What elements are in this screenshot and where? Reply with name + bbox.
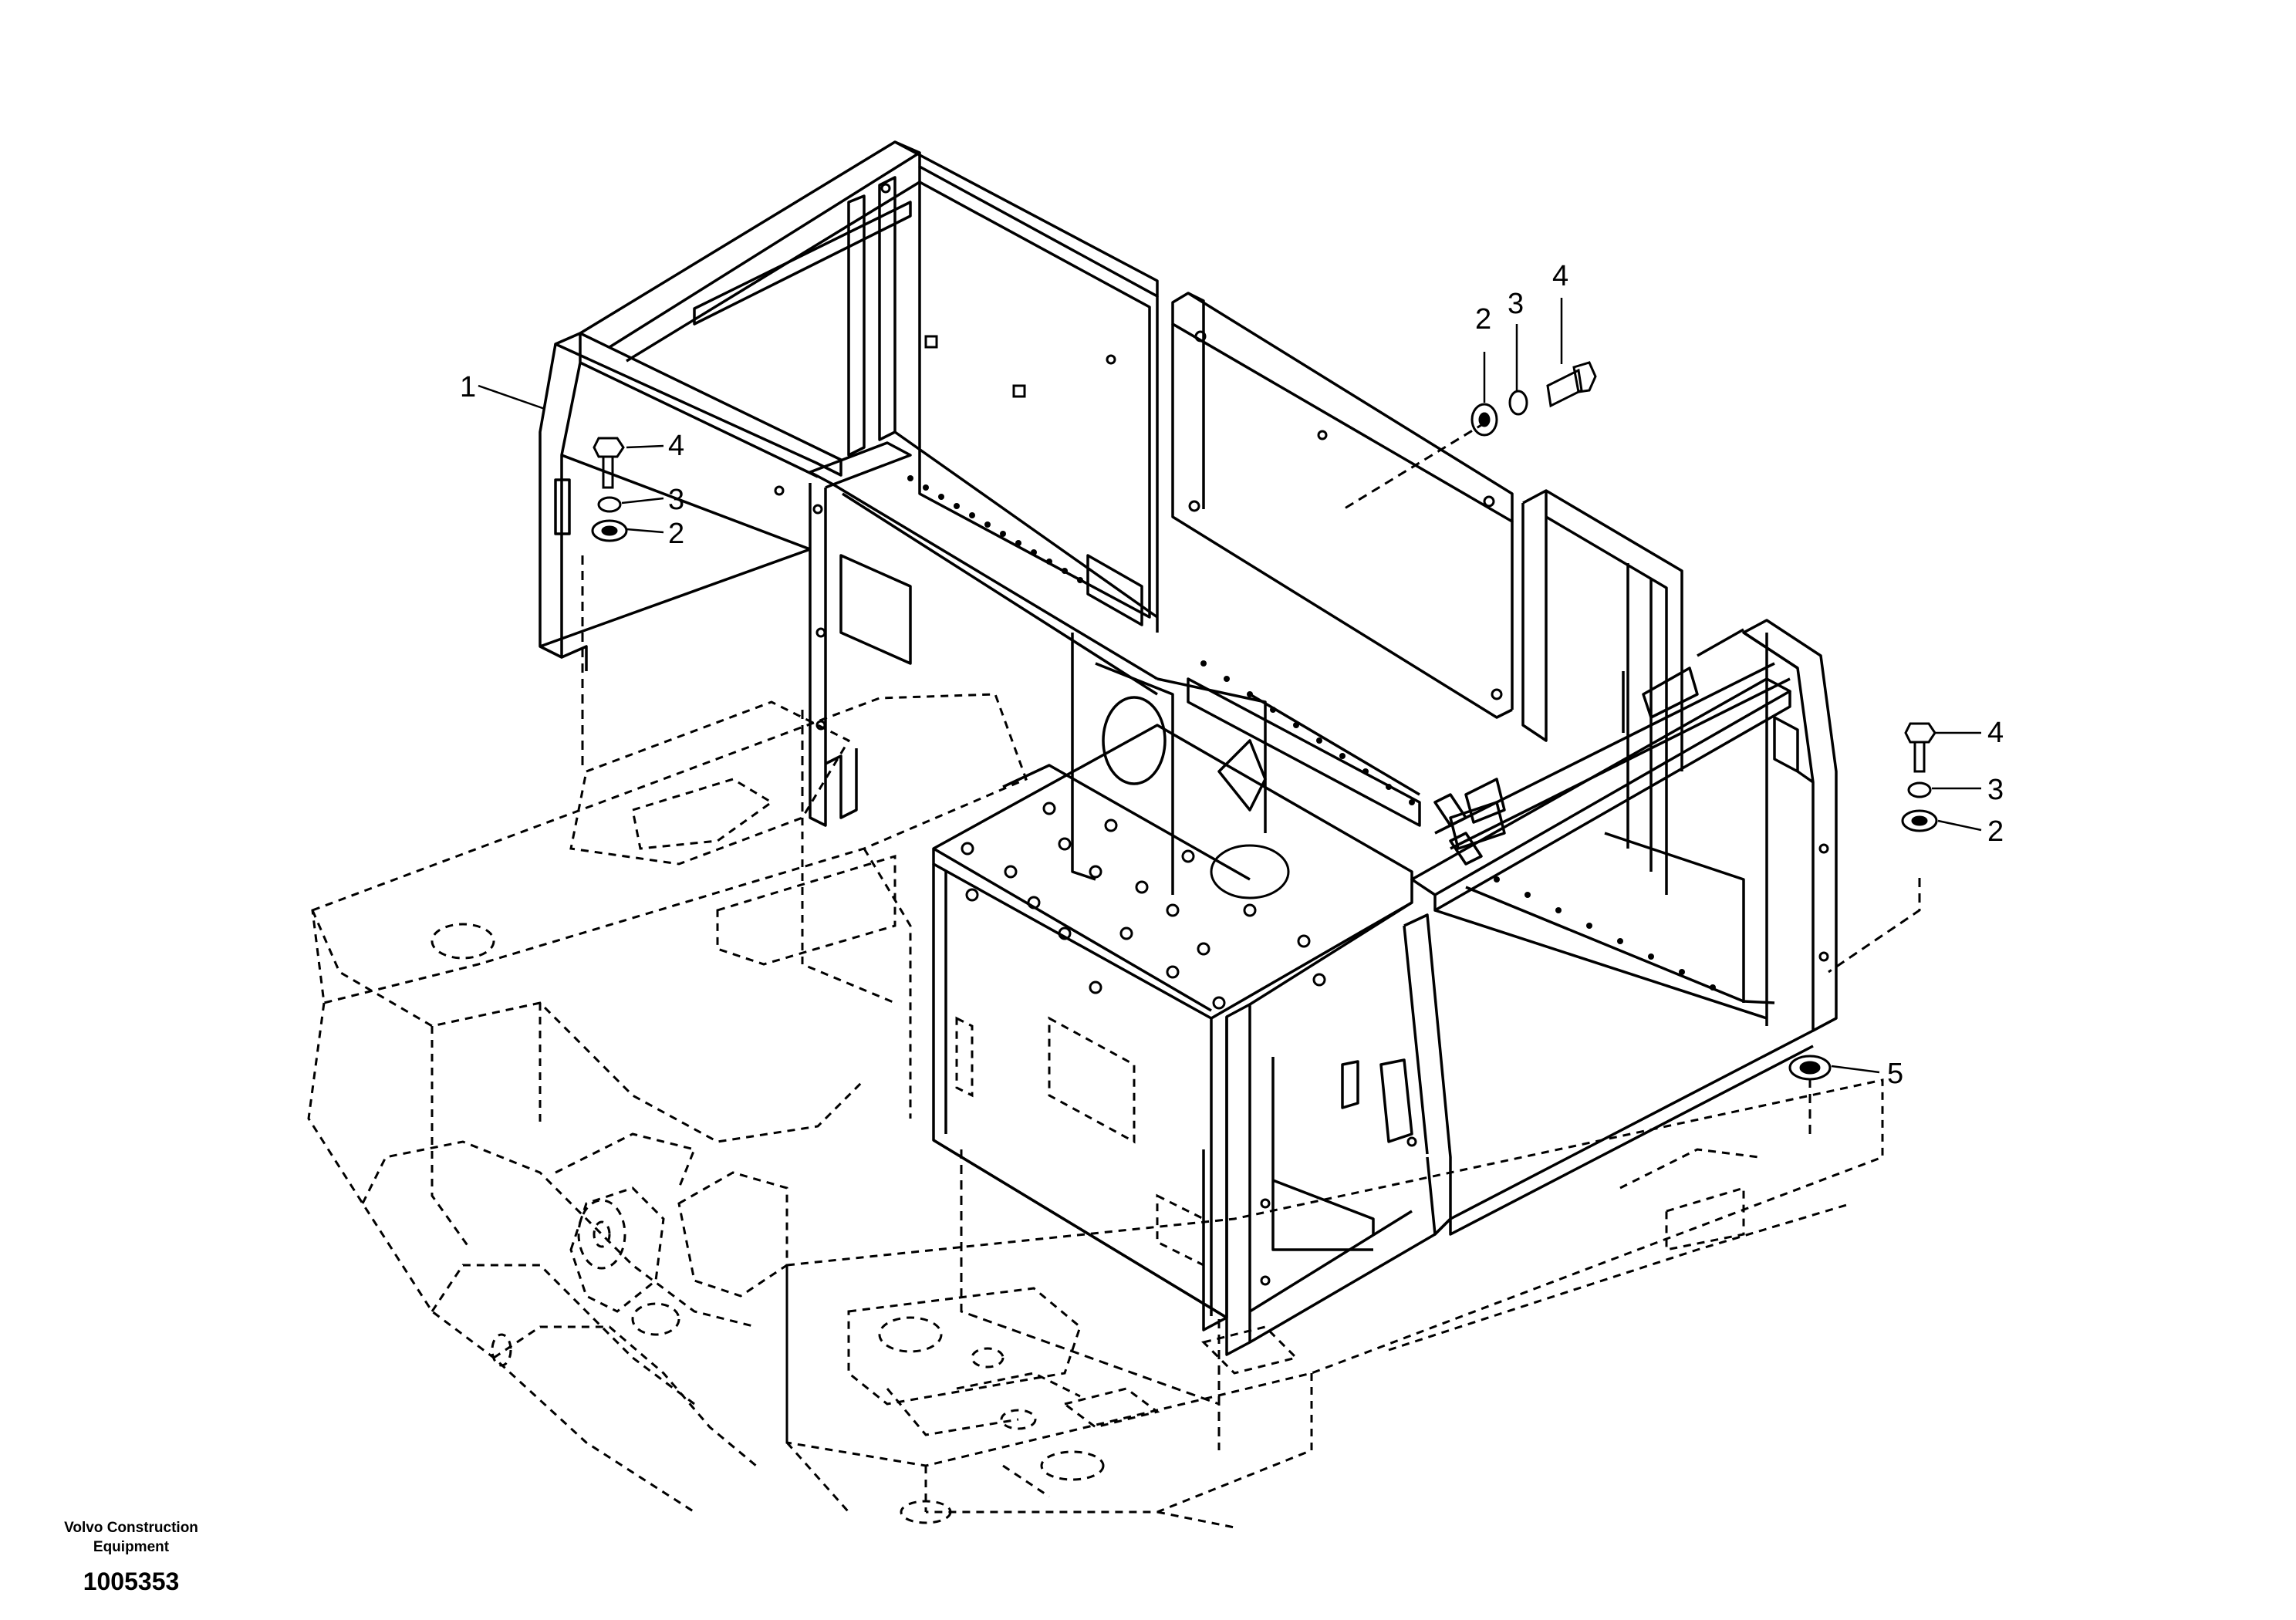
company-name-line1: Volvo Construction [64,1520,198,1536]
callout-3-left: 3 [668,484,684,516]
callout-5: 5 [1887,1058,1903,1090]
perforated-strips [907,475,1716,991]
callout-3-top: 3 [1508,288,1524,320]
rubber-mount-5 [1788,1055,1832,1081]
washer-2-left [591,519,628,542]
washer-2-top [1470,403,1498,437]
bolt-4-left [593,437,625,489]
lock-washer-3-right [1907,781,1932,798]
cab-frame-part-1 [539,140,1838,1356]
frame-holes [774,183,1829,1286]
callout-4-right: 4 [1987,717,2004,749]
company-name-line2: Equipment [93,1539,170,1555]
callout-1: 1 [460,371,476,403]
callout-4-left: 4 [668,430,684,462]
callout-labels: 1 4 3 2 2 3 4 4 3 2 5 [460,260,2004,1090]
callout-2-right: 2 [1987,815,2004,848]
callout-2-top: 2 [1475,303,1491,336]
base-frame-dashed [307,693,1028,1514]
base-platform-dashed [785,1078,1884,1529]
lock-washer-3-left [597,496,622,513]
front-panel-openings [955,1016,1205,1267]
bolt-4-top [1546,361,1597,408]
leader-lines [478,298,1982,1074]
document-number: 1005353 [83,1568,180,1595]
washer-2-right [1901,809,1938,832]
fastener-centerlines [581,421,1921,1450]
callout-3-right: 3 [1987,774,2004,806]
bolt-4-right [1904,722,1936,773]
callout-4-top: 4 [1552,260,1568,292]
callout-2-left: 2 [668,518,684,550]
footer-credit: Volvo Construction Equipment 1005353 [31,1518,231,1596]
lock-washer-3-top [1508,390,1528,416]
